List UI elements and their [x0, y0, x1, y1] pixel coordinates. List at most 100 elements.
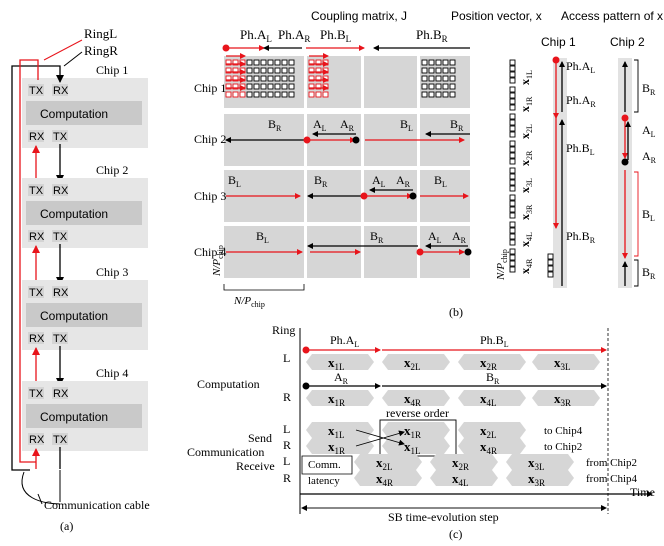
matrix-element [281, 59, 288, 66]
chip2-b-l-label-sub: L [408, 124, 413, 133]
matrix-element [281, 83, 288, 90]
matrix-element [267, 75, 274, 82]
vector-label: x3L [518, 178, 534, 193]
chip3-b-l2-label-sub: L [442, 180, 447, 189]
data-x: x [480, 355, 487, 370]
data-x: x [376, 455, 383, 470]
chip-title: Chip 3 [96, 265, 128, 279]
vector-label: x4L [518, 232, 534, 247]
chip3-a-r-label-sub: R [405, 180, 411, 189]
ring-ph-b-l-label: Ph.BL [480, 333, 509, 349]
access-element [547, 271, 554, 278]
ring-ph-a-l-label: Ph.AL [330, 333, 359, 349]
to-chip2-label: to Chip2 [544, 441, 582, 453]
chip3-b-l-label: BL [228, 173, 241, 189]
lr-l1: L [283, 351, 290, 365]
data-block [354, 454, 422, 470]
access2-b-r-label: BR [642, 81, 656, 97]
matrix-element [239, 91, 246, 98]
pa2: L [354, 340, 359, 349]
access2-a-l-label-sub: L [651, 130, 656, 139]
chip3-b-r-label-main: B [314, 173, 322, 187]
data-sub: 4L [459, 478, 469, 488]
rx-box [52, 286, 68, 298]
matrix-element [428, 91, 435, 98]
ph-a-l-dot [222, 44, 230, 52]
vector-x: x [518, 268, 532, 274]
matrix-element [281, 91, 288, 98]
tx-label: TX [29, 185, 44, 197]
computation-box [26, 404, 142, 428]
matrix-element [288, 59, 295, 66]
access1-ph-b-l-sub: L [590, 148, 595, 157]
data-sub: 4R [487, 446, 498, 456]
vector-x: x [518, 160, 532, 166]
data-x: x [328, 439, 335, 454]
matrix-element [449, 91, 456, 98]
vector-element [509, 200, 516, 207]
lr-r1: R [283, 390, 291, 404]
data-block [306, 422, 374, 438]
data-x: x [328, 423, 335, 438]
matrix-element [274, 83, 281, 90]
vector-label: x1R [518, 96, 534, 112]
access2-b-r2-label-sub: R [650, 272, 656, 281]
data-sub: 2R [487, 362, 498, 372]
data-block-label: x4L [452, 471, 469, 488]
matrix-element [435, 91, 442, 98]
vector-block-sub: chip [500, 249, 509, 263]
vector-x: x [518, 214, 532, 220]
time-label: Time [630, 485, 655, 499]
data-block [354, 470, 422, 486]
matrix-element [308, 75, 315, 82]
data-block-label: x3R [554, 391, 571, 408]
chip3-b-r-label-sub: R [322, 180, 328, 189]
computation-box [26, 303, 142, 327]
data-block [306, 354, 374, 370]
data-sub: 2L [411, 362, 421, 372]
data-block [458, 422, 526, 438]
vector-sub: 3R [525, 204, 534, 214]
data-block [532, 390, 600, 406]
access1-ph-a-l: Ph.AL [566, 59, 595, 75]
chip2-a-l-label-sub: L [322, 124, 327, 133]
vector-element [509, 206, 516, 213]
matrix-row-chip1: Chip 1 [194, 81, 226, 95]
access1-a-l-dot [552, 56, 560, 64]
pb2: L [504, 340, 509, 349]
vector-element [509, 86, 516, 93]
rx-box [52, 184, 68, 196]
chip4-b-l-label: BL [256, 229, 269, 245]
matrix-element [246, 67, 253, 74]
chip-title: Chip 4 [96, 366, 128, 380]
data-block [430, 470, 498, 486]
position-title: Position vector, x [451, 9, 542, 23]
rx-label-bottom: RX [29, 434, 45, 446]
coupling-title: Coupling matrix, J [311, 9, 407, 23]
cable-label: Communication cable [44, 498, 150, 512]
matrix-element [435, 75, 442, 82]
chip4-a-l-label-main: A [428, 229, 437, 243]
chip4-a-r-dot [464, 248, 472, 256]
matrix-element [315, 59, 322, 66]
chip3-b-l-label-sub: L [236, 180, 241, 189]
ar2: R [343, 377, 349, 386]
vector-element [509, 152, 516, 159]
vector-label: x2R [518, 150, 534, 166]
access1-ph-b-r-main: Ph.B [566, 229, 590, 243]
data-block [306, 390, 374, 406]
tx-box-bottom [52, 433, 68, 445]
matrix-element [253, 67, 260, 74]
chip2-a-r-dot [352, 136, 360, 144]
ring-r-line [11, 65, 64, 471]
matrix-element [315, 67, 322, 74]
matrix-element [288, 83, 295, 90]
matrix-element [253, 91, 260, 98]
comm-latency-box [301, 455, 353, 475]
vector-element [509, 179, 516, 186]
vector-x: x [518, 79, 532, 85]
matrix-element [260, 59, 267, 66]
